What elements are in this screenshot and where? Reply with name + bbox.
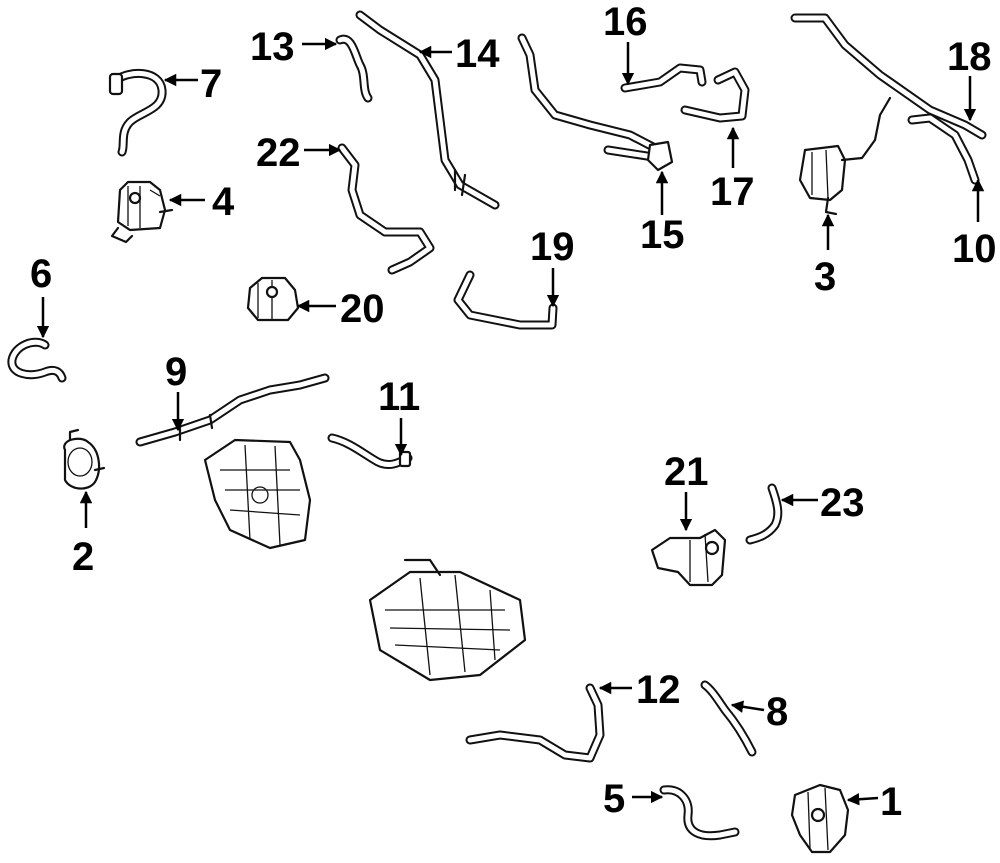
callout-10: 10: [952, 227, 997, 271]
callout-8: 8: [766, 690, 788, 734]
part-4-solenoid-valve[interactable]: [110, 180, 174, 244]
part-6-hose[interactable]: [7, 337, 67, 383]
part-7-hose[interactable]: [108, 68, 167, 157]
callout-16: 16: [603, 0, 648, 44]
part-20-solenoid-valve[interactable]: [246, 276, 300, 322]
callout-14: 14: [455, 32, 500, 76]
part-3-solenoid-valve[interactable]: [798, 96, 892, 216]
callout-1: 1: [880, 780, 902, 824]
callout-21: 21: [664, 450, 709, 494]
leader-lines: [36, 37, 985, 806]
part-19-hose[interactable]: [453, 270, 558, 330]
callout-17: 17: [710, 170, 755, 214]
callout-13: 13: [250, 25, 295, 69]
callout-11: 11: [378, 375, 420, 419]
part-11-hose[interactable]: [327, 433, 413, 469]
part-5-hose[interactable]: [659, 785, 740, 841]
callout-22: 22: [256, 131, 301, 175]
callout-23: 23: [820, 481, 865, 525]
part-23-hose[interactable]: [745, 483, 783, 545]
part-15-pipe-assembly[interactable]: [517, 33, 674, 172]
part-18-hose[interactable]: [790, 13, 987, 140]
callout-4: 4: [212, 180, 235, 224]
callout-20: 20: [340, 287, 385, 331]
leader-1: [846, 793, 879, 806]
inverter-module: [368, 558, 527, 682]
part-9-pipe[interactable]: [135, 373, 330, 447]
part-21-solenoid-valve[interactable]: [650, 528, 727, 587]
part-1-valve-assembly[interactable]: [790, 783, 850, 854]
callout-18: 18: [947, 35, 992, 79]
part-17-hose[interactable]: [680, 67, 750, 123]
callout-19: 19: [530, 225, 575, 269]
callout-12: 12: [636, 668, 681, 712]
part-14-pipe[interactable]: [355, 10, 500, 210]
part-13-hose[interactable]: [335, 34, 373, 103]
callout-15: 15: [640, 213, 685, 257]
callout-6: 6: [30, 252, 52, 296]
callout-labels: 1 2 3 4 5 6 7 8 9 10 11 12 13 14 15 16 1…: [30, 0, 997, 824]
mounting-bracket: [203, 438, 312, 550]
part-8-hose[interactable]: [700, 680, 757, 757]
callout-2: 2: [72, 535, 94, 579]
leader-8: [730, 700, 765, 713]
callout-3: 3: [814, 255, 836, 299]
part-16-hose[interactable]: [620, 63, 707, 93]
part-22-hose[interactable]: [337, 143, 435, 275]
part-12-hose[interactable]: [465, 683, 605, 763]
callout-7: 7: [200, 62, 222, 106]
part-10-hose[interactable]: [907, 113, 980, 185]
callout-5: 5: [603, 777, 625, 821]
callout-9: 9: [165, 350, 187, 394]
part-2-pump[interactable]: [63, 428, 106, 490]
